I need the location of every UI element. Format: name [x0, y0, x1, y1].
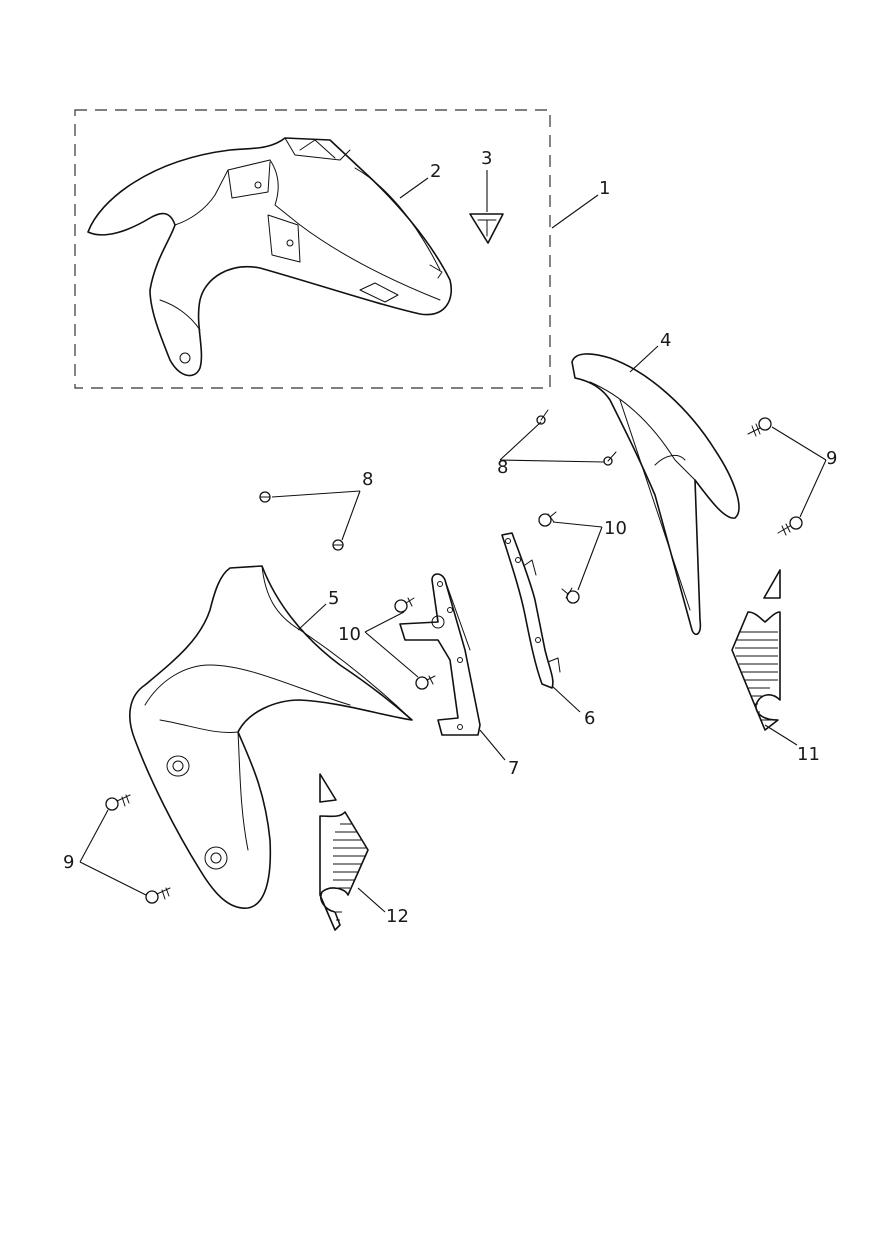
screw-10-b [561, 587, 580, 604]
fastener-8-a [536, 409, 549, 425]
callout-2: 2 [430, 161, 441, 182]
kit-dashed-box [74, 109, 551, 389]
screw-9-a [747, 417, 772, 437]
screw-9-b [777, 516, 803, 536]
decal-right-part [731, 569, 781, 731]
screw-9-c [105, 794, 131, 811]
callout-6: 6 [584, 708, 595, 729]
callout-9-right: 9 [826, 448, 837, 469]
callout-11: 11 [797, 744, 820, 765]
callout-5: 5 [328, 588, 339, 609]
callout-10-upper: 10 [604, 518, 627, 539]
callout-8-right: 8 [497, 457, 508, 478]
callout-12: 12 [386, 906, 409, 927]
fastener-8-c [259, 491, 271, 503]
bracket-part-7 [399, 573, 481, 736]
fastener-8-b [603, 451, 617, 466]
decal-right-hatch [735, 631, 778, 721]
callout-10-lower: 10 [338, 624, 361, 645]
callout-4: 4 [660, 330, 671, 351]
screw-10-c [394, 597, 415, 613]
callout-3: 3 [481, 148, 492, 169]
screw-10-a [538, 511, 557, 527]
fastener-8-d [332, 539, 344, 551]
callout-8-left: 8 [362, 469, 373, 490]
screw-10-d [415, 675, 436, 690]
callout-7: 7 [508, 758, 519, 779]
beak-extension-part [571, 353, 740, 636]
bracket-part-6 [501, 532, 561, 689]
triumph-badge-part [469, 213, 504, 244]
callout-1: 1 [599, 178, 610, 199]
decal-left-part [319, 773, 369, 931]
front-mudguard-part [87, 137, 452, 377]
callout-9-left: 9 [63, 852, 74, 873]
lower-fender-part [129, 565, 413, 909]
screw-9-d [145, 887, 171, 904]
leader-lines [79, 170, 827, 913]
decal-left-hatch [333, 823, 367, 921]
